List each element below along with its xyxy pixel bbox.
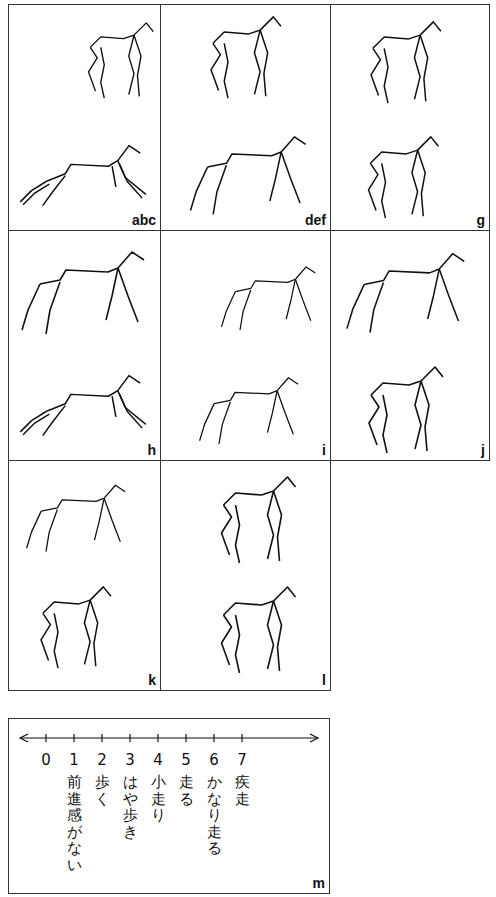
- panel-label: k: [148, 672, 156, 688]
- figure-panel: i: [160, 230, 331, 461]
- scale-number: 6: [209, 752, 219, 768]
- figure-panel: j: [330, 230, 490, 461]
- figure-panel: g: [330, 4, 490, 231]
- scale-number: 3: [125, 752, 135, 768]
- scale-description: 歩く: [95, 774, 110, 807]
- figure-panel: h: [8, 230, 161, 461]
- scale-description: はや歩き: [123, 774, 138, 840]
- scale-number: 5: [181, 752, 191, 768]
- scale-description: かなり走る: [207, 774, 222, 857]
- panel-label: m: [313, 875, 325, 891]
- figure-panel: l: [160, 460, 331, 691]
- panel-label: abc: [132, 212, 156, 228]
- figure-panel: def: [160, 4, 331, 231]
- panel-label: def: [305, 212, 326, 228]
- figure-panel: k: [8, 460, 161, 691]
- scale-description: 前進感がない: [67, 774, 82, 873]
- panel-label: j: [481, 442, 485, 458]
- figure-panel: m: [8, 718, 330, 894]
- scale-number: 7: [237, 752, 247, 768]
- figure-panel: abc: [8, 4, 161, 231]
- scale-number: 1: [69, 752, 79, 768]
- scale-description: 疾走: [235, 774, 250, 807]
- scale-description: 小走り: [151, 774, 166, 824]
- scale-description: 走る: [179, 774, 194, 807]
- panel-label: l: [322, 672, 326, 688]
- scale-number: 0: [41, 752, 51, 768]
- panel-label: g: [476, 212, 485, 228]
- panel-label: i: [322, 442, 326, 458]
- panel-label: h: [147, 442, 156, 458]
- scale-number: 2: [97, 752, 107, 768]
- scale-number: 4: [153, 752, 163, 768]
